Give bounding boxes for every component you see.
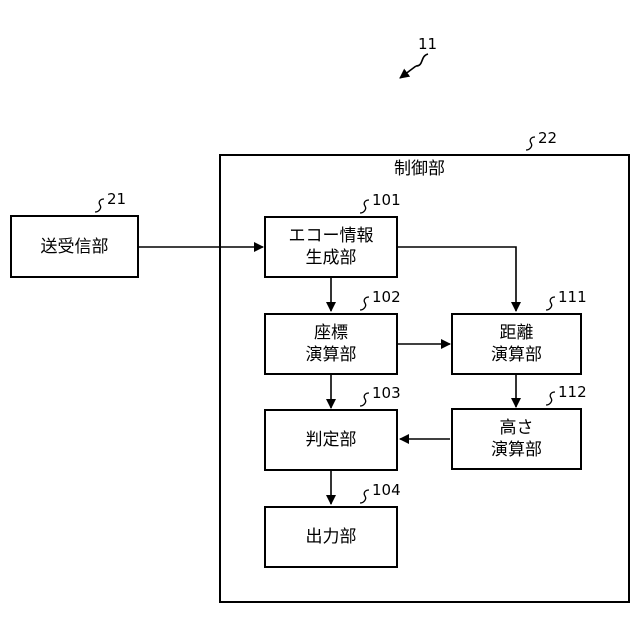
echo-info-generator-block: エコー情報 生成部 (264, 216, 398, 278)
figure-ref-arrow (400, 54, 428, 78)
height-calc-block: 高さ 演算部 (451, 408, 582, 470)
transceiver-block: 送受信部 (10, 215, 139, 278)
judgment-block: 判定部 (264, 409, 398, 471)
ref-leader-21 (95, 199, 104, 212)
ref-102-label: 102 (372, 289, 401, 305)
coordinate-calc-block: 座標 演算部 (264, 313, 398, 375)
transceiver-label: 送受信部 (41, 236, 109, 258)
height-label-line1: 高さ (500, 417, 534, 439)
distance-label-line2: 演算部 (491, 344, 542, 366)
ref-21-label: 21 (107, 191, 126, 207)
ref-103-label: 103 (372, 385, 401, 401)
ref-101-label: 101 (372, 192, 401, 208)
echo-label-line1: エコー情報 (289, 225, 374, 247)
output-label: 出力部 (306, 526, 357, 548)
judge-label: 判定部 (306, 429, 357, 451)
figure-ref-label: 11 (418, 36, 437, 52)
distance-calc-block: 距離 演算部 (451, 313, 582, 375)
height-label-line2: 演算部 (491, 439, 542, 461)
echo-label-line2: 生成部 (306, 247, 357, 269)
ref-112-label: 112 (558, 384, 587, 400)
control-unit-title: 制御部 (394, 159, 445, 179)
ref-104-label: 104 (372, 482, 401, 498)
coord-label-line1: 座標 (314, 322, 348, 344)
ref-leader-22 (526, 137, 535, 150)
distance-label-line1: 距離 (500, 322, 534, 344)
ref-22-label: 22 (538, 130, 557, 146)
coord-label-line2: 演算部 (306, 344, 357, 366)
ref-111-label: 111 (558, 289, 587, 305)
output-block: 出力部 (264, 506, 398, 568)
